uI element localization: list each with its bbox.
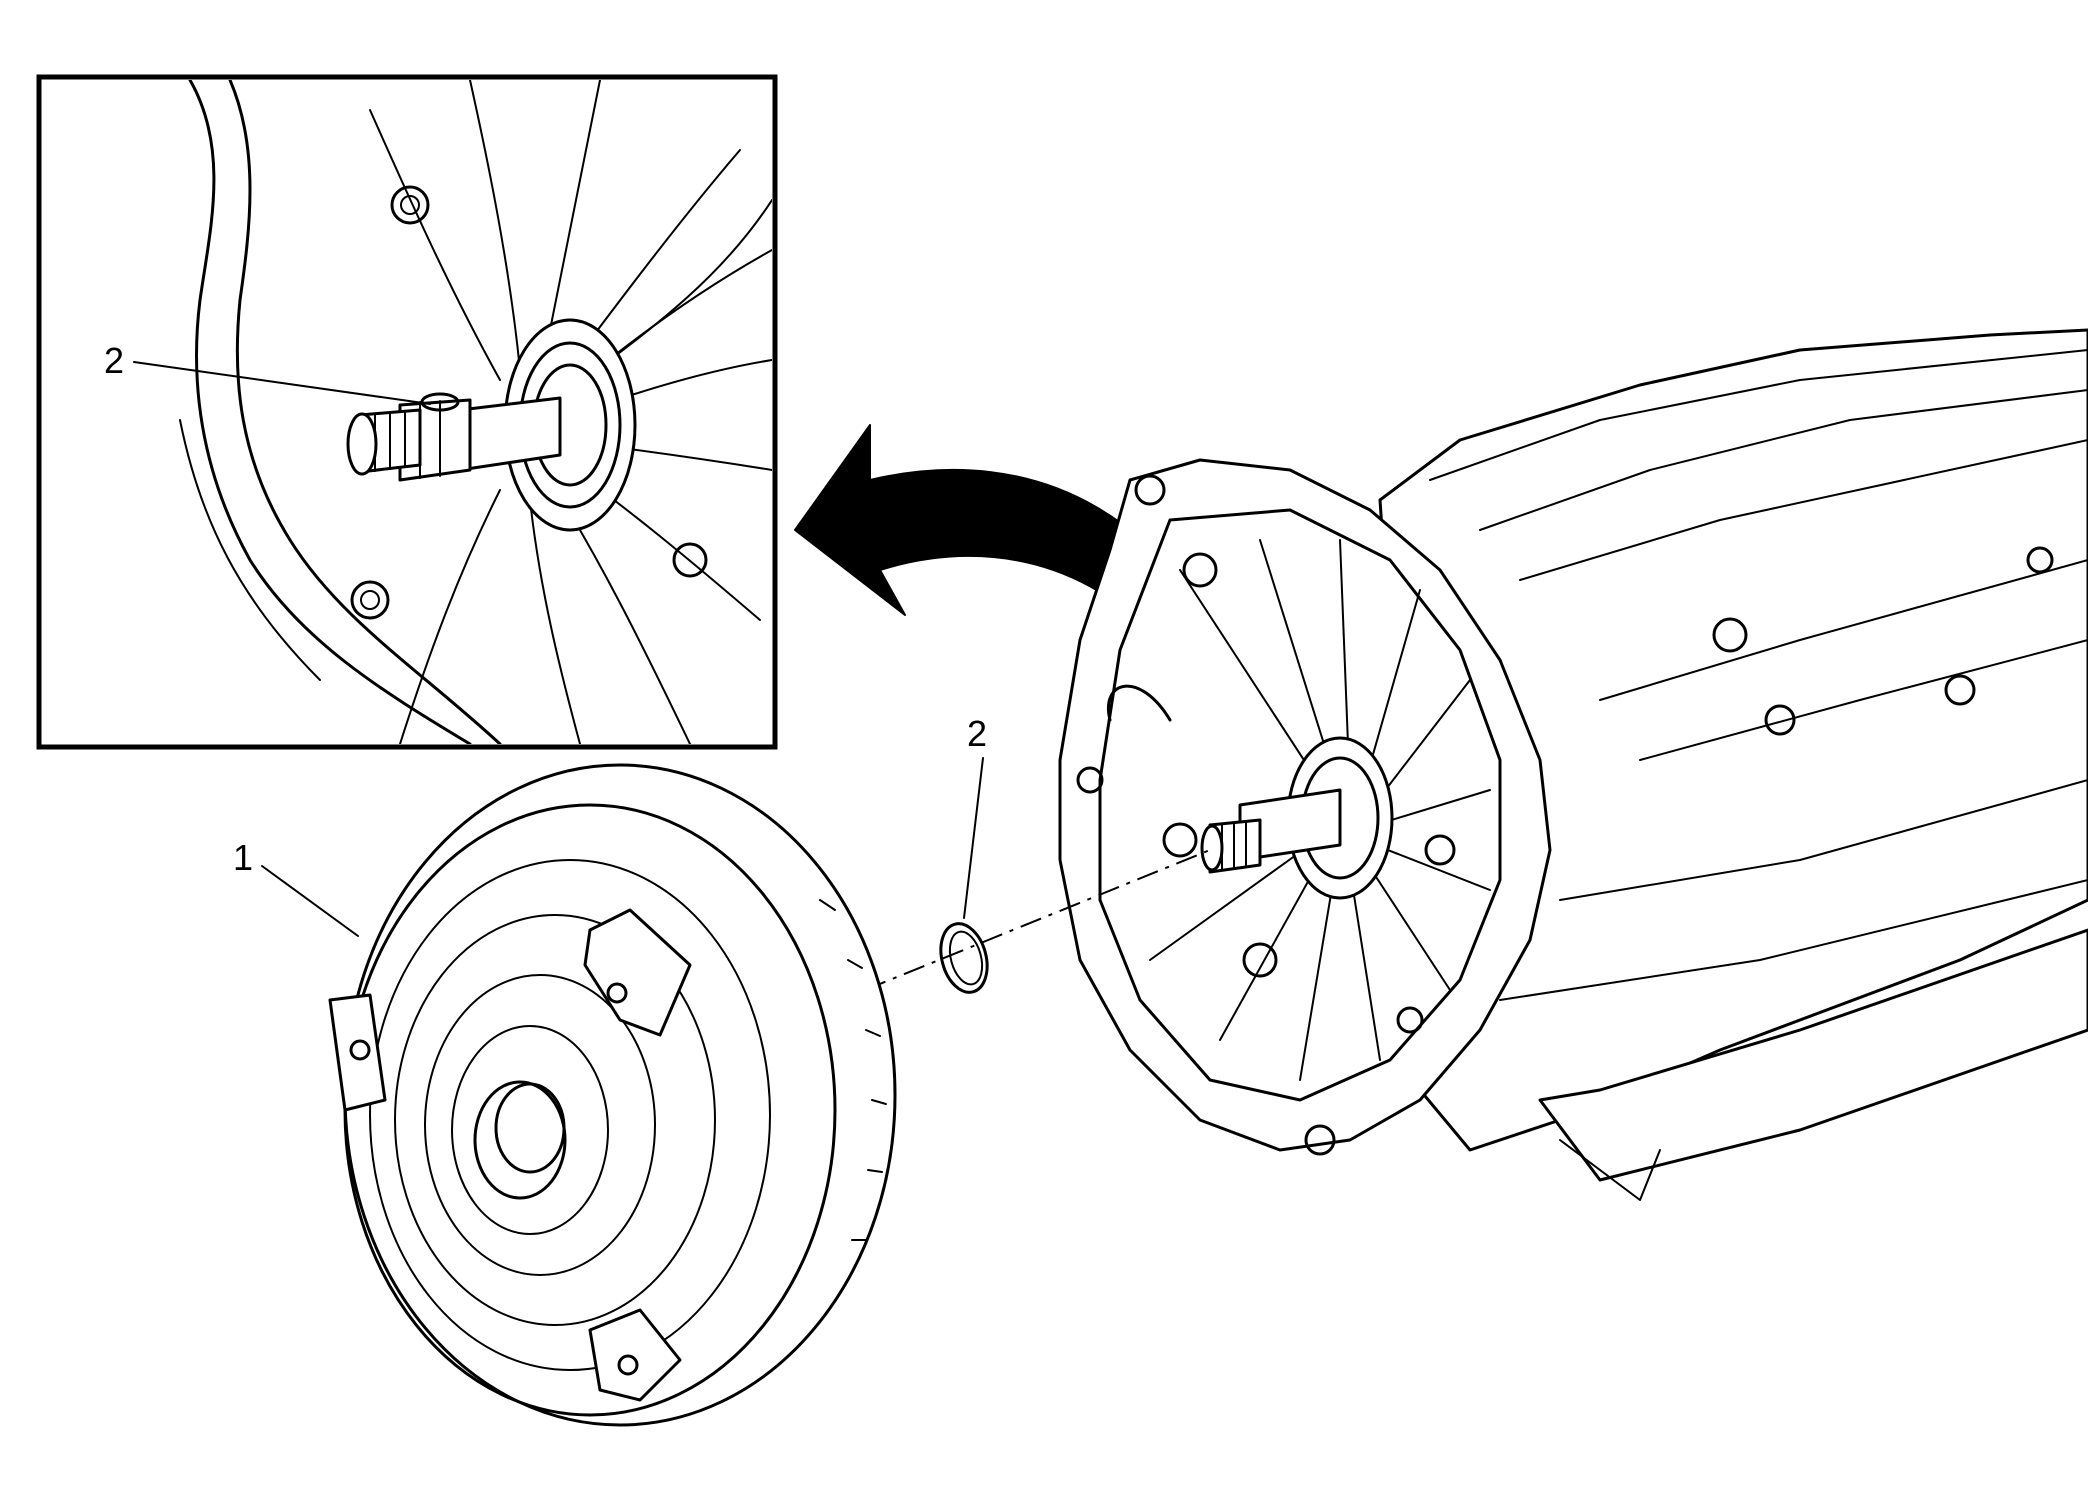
torque-converter [328,763,897,1427]
seal-ring [939,922,989,994]
callout-1: 1 [233,837,253,878]
leader-2-detail [133,361,431,405]
detail-inset: 2 [36,74,778,750]
leader-1 [261,865,359,937]
leader-2-main [963,757,984,919]
inset-artwork [179,80,772,744]
centerline [864,849,1211,991]
callout-2-main: 2 [967,713,987,754]
callout-2-detail: 2 [104,340,124,381]
transmission [1058,328,2088,1201]
